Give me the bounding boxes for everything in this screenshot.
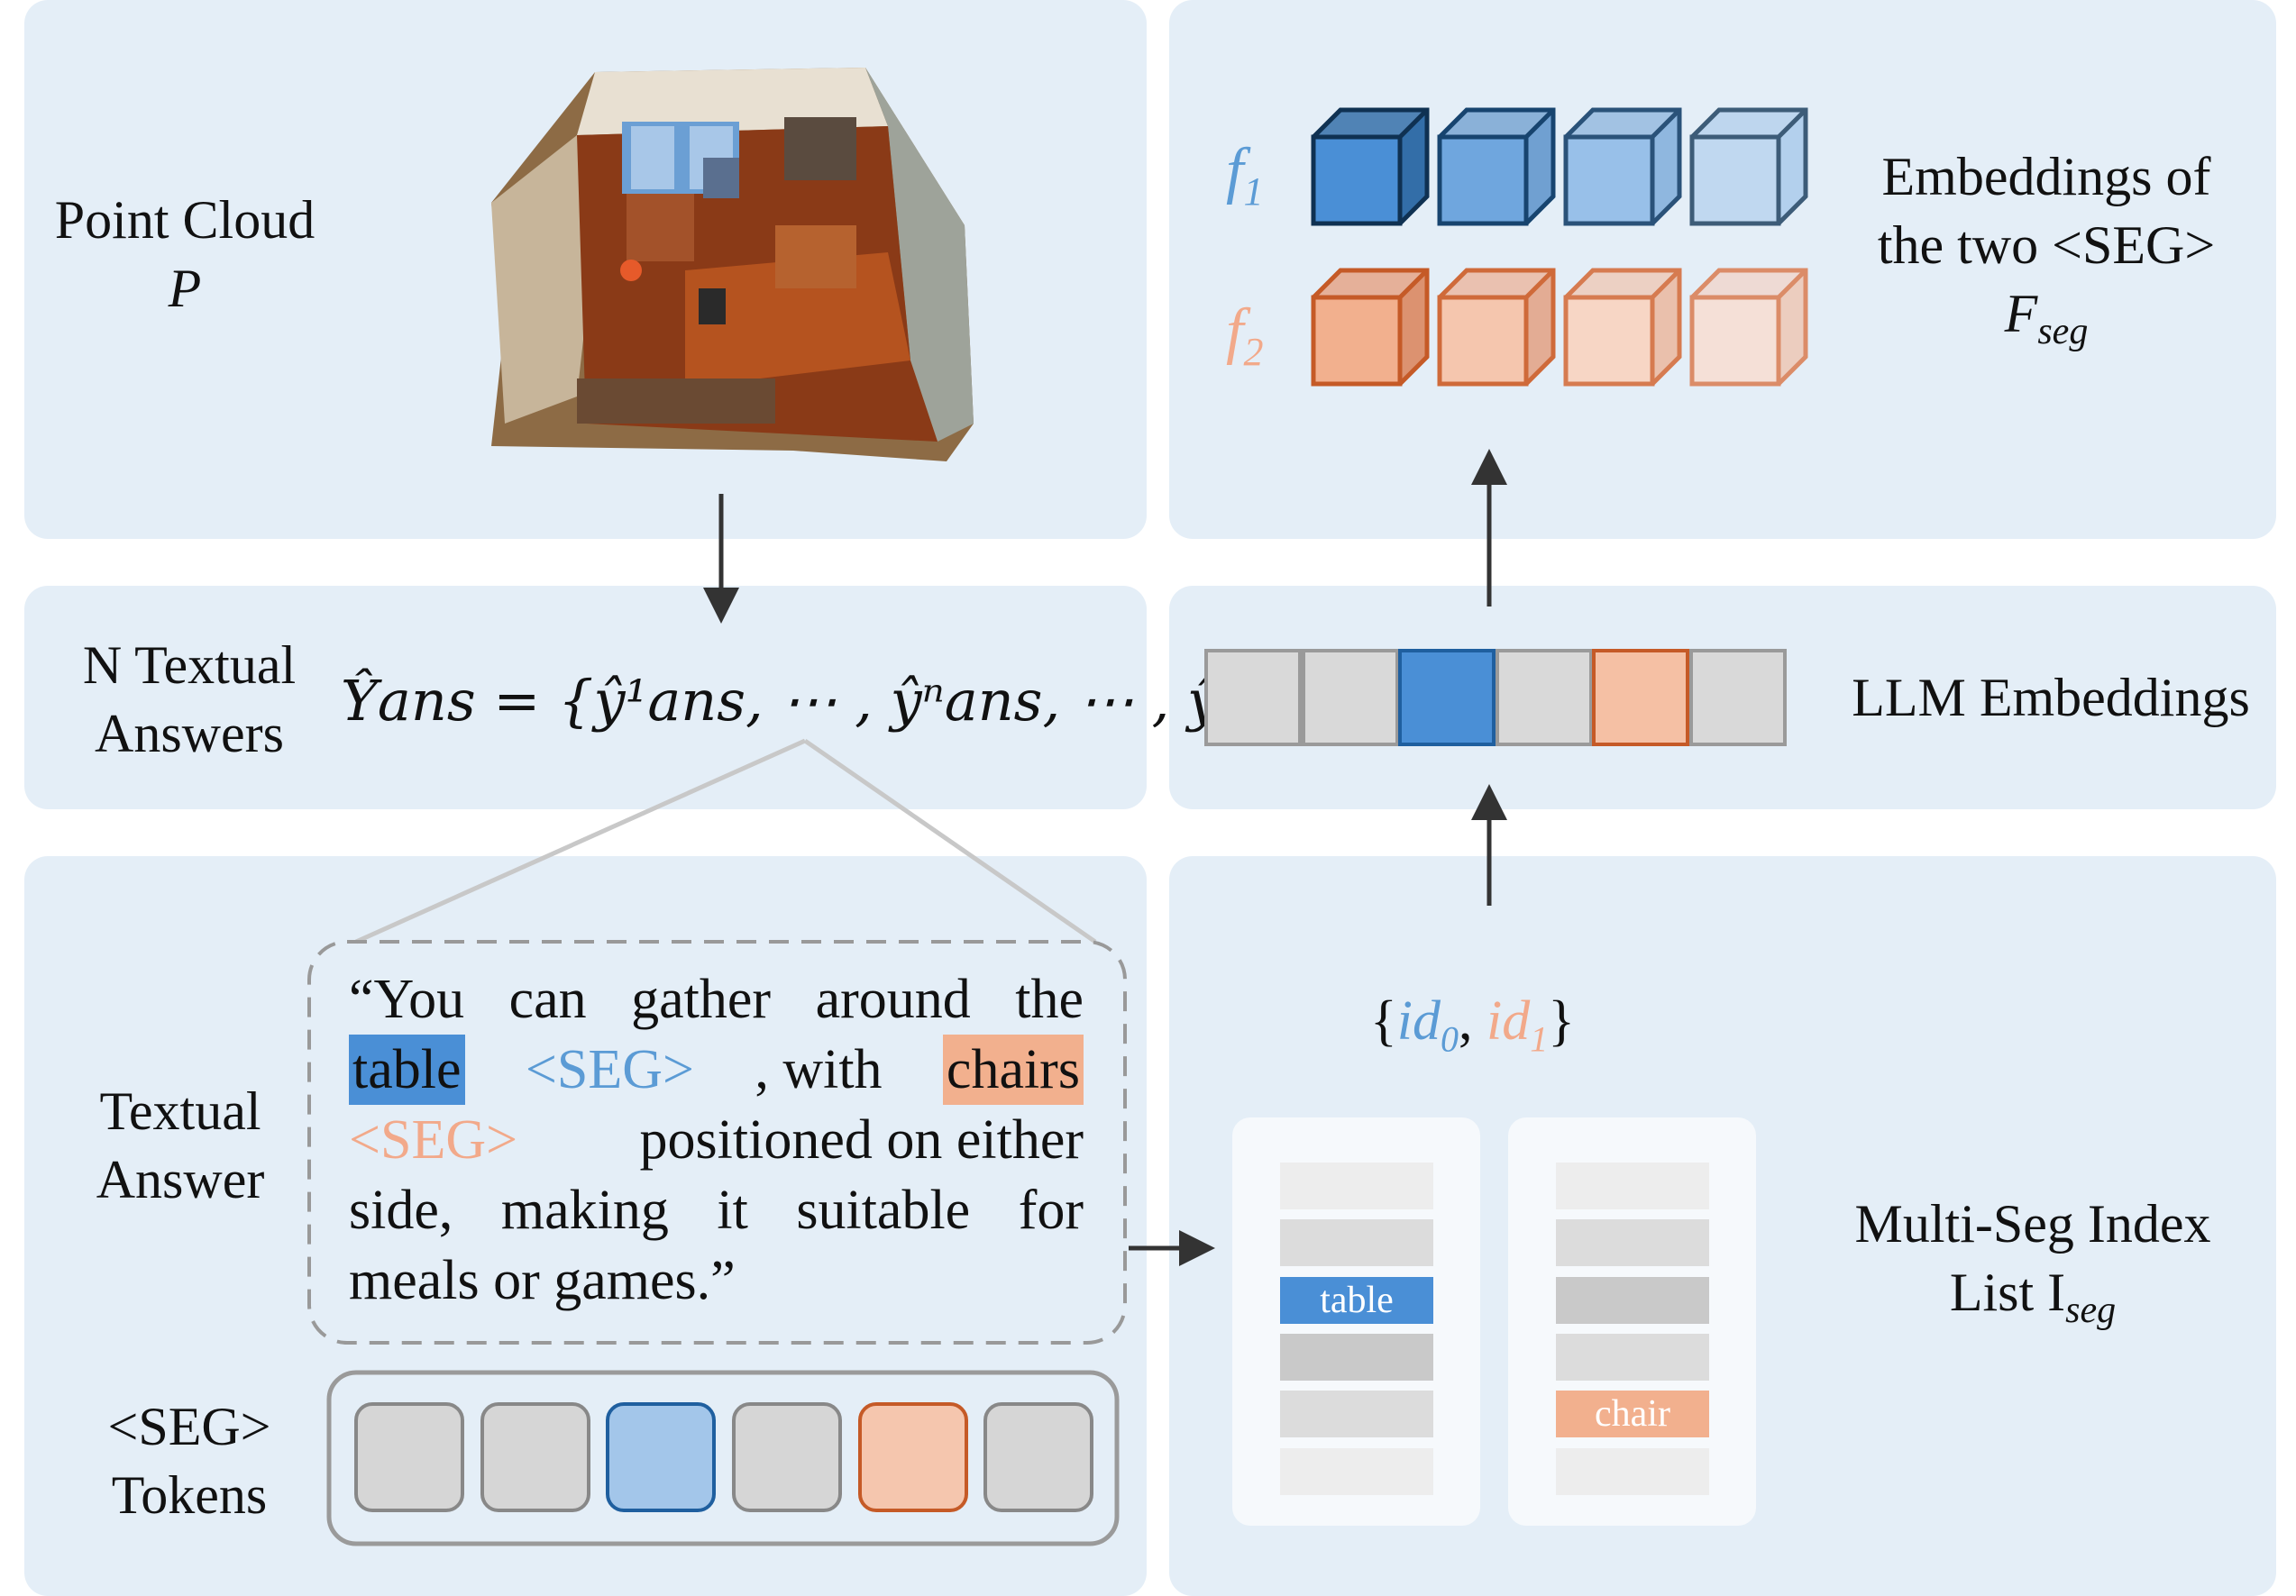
embedding-cubes-f2 <box>1311 268 1808 387</box>
llm-embeddings-label: LLM Embeddings <box>1852 668 2250 727</box>
seg-token-5 <box>858 1402 968 1512</box>
textual-answer-label: Textual Answer <box>96 1081 265 1209</box>
llm-cell-4 <box>1496 649 1593 746</box>
panel-textual-answers <box>24 586 1147 809</box>
f2-label: f2 <box>1226 296 1264 374</box>
seg-token-blue: <SEG> <box>525 1039 694 1100</box>
id-set: {id0, id1} <box>1370 990 1575 1060</box>
point-cloud-image <box>491 68 974 461</box>
embeddings-label: Embeddings of the two <SEG> Fseg <box>1877 147 2216 352</box>
multi-seg-label: Multi-Seg Index List Iseg <box>1854 1194 2211 1331</box>
index-label-chair: chair <box>1595 1393 1670 1435</box>
seg-token-orange: <SEG> <box>349 1109 518 1171</box>
quote-rest-3: meals or games.” <box>349 1250 736 1311</box>
callout-line-right <box>803 738 1097 944</box>
f1-label: f1 <box>1226 136 1264 214</box>
point-cloud-label: Point Cloud P <box>54 190 316 318</box>
seg-token-4 <box>732 1402 842 1512</box>
llm-cell-2 <box>1302 649 1399 746</box>
highlight-chairs: chairs <box>942 1035 1084 1105</box>
seg-token-3 <box>606 1402 716 1512</box>
llm-cell-6 <box>1689 649 1787 746</box>
index-card-chair: chair <box>1508 1117 1756 1526</box>
llm-cell-1 <box>1204 649 1302 746</box>
seg-token-2 <box>480 1402 590 1512</box>
llm-cell-5 <box>1592 649 1689 746</box>
n-textual-answers-label: N Textual Answers <box>82 635 297 763</box>
embedding-cubes-f1 <box>1311 107 1808 226</box>
quote-text: “You can gather around the table <SEG> ,… <box>349 964 1084 1316</box>
quote-line-1: “You can gather around the <box>349 969 1084 1030</box>
seg-token-6 <box>983 1402 1093 1512</box>
token-container <box>326 1370 1120 1546</box>
callout-line-left <box>354 738 807 944</box>
seg-token-1 <box>354 1402 464 1512</box>
quote-mid: , with <box>755 1039 883 1100</box>
quote-box <box>307 940 1127 1345</box>
llm-cell-3 <box>1398 649 1496 746</box>
index-label-table: table <box>1320 1280 1394 1321</box>
quote-rest-1: positioned on either <box>639 1109 1084 1171</box>
highlight-table: table <box>349 1035 465 1105</box>
index-card-table: table <box>1232 1117 1480 1526</box>
seg-tokens-label: <SEG> Tokens <box>107 1397 271 1525</box>
quote-rest-2: side, making it suitable for <box>349 1180 1084 1241</box>
